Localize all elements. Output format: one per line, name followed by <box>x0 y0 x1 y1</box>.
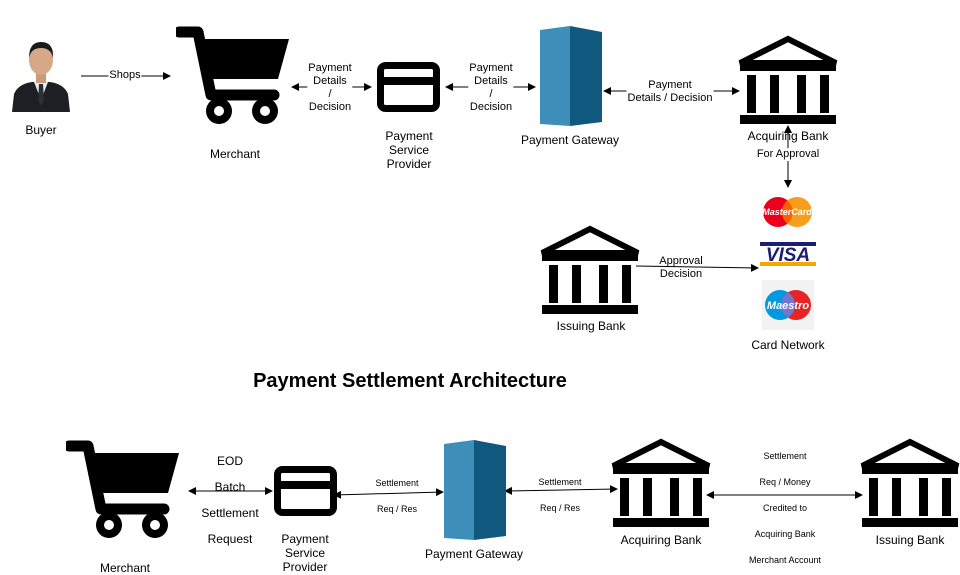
edge-label-line: Payment <box>648 79 692 91</box>
psp-card-icon <box>274 466 337 516</box>
edge-label-shops: Shops <box>108 69 142 82</box>
gateway-side-face <box>474 440 506 540</box>
edge-label-psp-gateway-bottom: Req / Res <box>376 504 418 514</box>
payment-gateway-icon <box>444 440 506 540</box>
edge-label-line: Decision <box>308 101 352 113</box>
edge-b-gateway-acquiring <box>504 485 618 495</box>
edge-label-line: Details <box>313 75 347 87</box>
buyer-person-icon <box>12 42 70 112</box>
visa-logo-text: VISA <box>766 245 810 266</box>
edge-label-line: Acquiring Bank <box>754 529 816 539</box>
edge-label-line: Decision <box>469 101 513 113</box>
mastercard-logo-text: MasterCard <box>762 207 812 217</box>
edge-label-issuing-network: Approval Decision <box>658 255 703 281</box>
edge-b-psp-gateway <box>333 488 444 499</box>
edge-issuing-network <box>635 263 759 272</box>
edge-label-gateway-acquiring: Payment Details / Decision <box>626 79 714 105</box>
merchant-label: Merchant <box>209 147 261 161</box>
edge-label-line: EOD <box>216 454 243 468</box>
merchant-cart-icon <box>176 26 289 124</box>
edge-label-psp-gateway: Payment Details / Decision <box>468 62 514 114</box>
edge-label-line: Batch <box>214 480 246 494</box>
edge-label-gateway-acquiring-top: Settlement <box>538 477 582 487</box>
edge-label-line: Credited to <box>762 503 808 513</box>
card-network-label: Card Network <box>751 338 825 352</box>
edge-label-line: Details / Decision <box>627 92 713 104</box>
edge-label-for-approval: For Approval <box>755 148 821 161</box>
edge-label-line: Request <box>207 532 253 546</box>
edge-label-line: Merchant Account <box>748 555 822 565</box>
edge-label-line: Req / Money <box>759 477 811 487</box>
gateway-side-face <box>570 26 602 126</box>
acquiring-bank-icon <box>611 438 711 527</box>
buyer-label: Buyer <box>25 123 57 137</box>
psp-label-line: Provider <box>386 157 432 171</box>
section-title: Payment Settlement Architecture <box>253 370 567 392</box>
edge-label-line: Payment <box>308 62 352 74</box>
edge-label-line: Settlement <box>763 451 807 461</box>
psp-label-line: Service <box>388 143 430 157</box>
psp-card-icon <box>377 62 440 112</box>
psp-label-line: Payment <box>281 532 329 546</box>
payment-gateway-icon <box>540 26 602 126</box>
issuing-bank-label: Issuing Bank <box>556 319 626 333</box>
issuing-bank-icon <box>860 438 960 527</box>
issuing-bank-label: Issuing Bank <box>875 533 945 547</box>
psp-label-line: Provider <box>282 560 328 574</box>
maestro-logo-icon <box>762 280 814 330</box>
edge-label-line: Settlement <box>201 506 259 520</box>
merchant-label: Merchant <box>99 561 151 575</box>
psp-label: Payment Service Provider <box>281 532 328 574</box>
maestro-logo-text: Maestro <box>767 300 809 312</box>
edge-label-acquiring-issuing: Settlement Req / Money Credited to Acqui… <box>749 443 821 573</box>
psp-label-line: Service <box>284 546 326 560</box>
acquiring-bank-label: Acquiring Bank <box>747 129 829 143</box>
edge-label-line: Details <box>474 75 508 87</box>
edge-label-line: Approval <box>659 255 703 267</box>
acquiring-bank-icon <box>738 35 838 124</box>
edge-label-line: / <box>328 88 332 100</box>
edge-label-merchant-psp: Payment Details / Decision <box>307 62 353 114</box>
mastercard-logo-icon <box>763 197 812 227</box>
edge-label-gateway-acquiring-bottom: Req / Res <box>539 503 581 513</box>
psp-label: Payment Service Provider <box>385 129 432 171</box>
issuing-bank-icon <box>540 225 640 314</box>
visa-logo-icon <box>760 242 816 266</box>
gateway-label: Payment Gateway <box>520 133 620 147</box>
edge-label-eod-batch: EOD Batch Settlement Request <box>201 448 258 552</box>
gateway-front-face <box>444 440 474 540</box>
edge-label-psp-gateway-top: Settlement <box>375 478 419 488</box>
gateway-label: Payment Gateway <box>424 547 524 561</box>
gateway-front-face <box>540 26 570 126</box>
psp-label-line: Payment <box>385 129 433 143</box>
edge-label-line: Payment <box>469 62 513 74</box>
edge-label-line: / <box>489 88 493 100</box>
acquiring-bank-label: Acquiring Bank <box>620 533 702 547</box>
merchant-cart-icon <box>66 440 179 538</box>
edge-label-line: Decision <box>659 268 703 280</box>
